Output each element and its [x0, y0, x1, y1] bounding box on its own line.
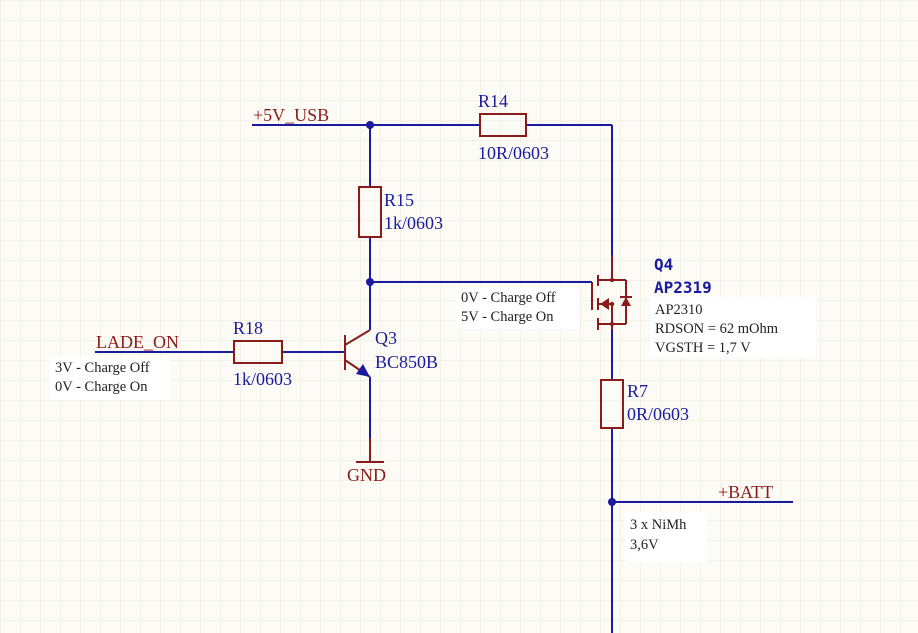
junction-batt	[608, 498, 616, 506]
r14-value: 10R/0603	[478, 143, 549, 163]
resistor-r7[interactable]	[600, 379, 624, 429]
transistor-q3[interactable]	[344, 329, 371, 378]
svg-text:0V - Charge On: 0V - Charge On	[55, 379, 148, 395]
r18-value: 1k/0603	[233, 369, 292, 389]
net-label-lade-on: LADE_ON	[96, 332, 179, 352]
svg-text:3,6V: 3,6V	[630, 537, 659, 553]
emitter-arrow-icon	[356, 364, 370, 377]
note-q4: AP2310 RDSON = 62 mOhm VGSTH = 1,7 V	[650, 297, 816, 357]
svg-text:AP2310: AP2310	[655, 302, 703, 318]
junction-gate	[366, 278, 374, 286]
svg-text:5V - Charge On: 5V - Charge On	[461, 309, 554, 325]
svg-text:RDSON = 62 mOhm: RDSON = 62 mOhm	[655, 321, 779, 337]
junctions	[366, 121, 616, 506]
body-arrow-icon	[600, 298, 609, 310]
svg-text:0V - Charge Off: 0V - Charge Off	[461, 290, 556, 306]
r15-value: 1k/0603	[384, 213, 443, 233]
q4-designator: Q4	[654, 255, 673, 274]
r14-designator: R14	[478, 91, 508, 111]
net-label-batt: +BATT	[718, 482, 773, 502]
ground-symbol	[356, 438, 384, 463]
q3-value: BC850B	[375, 352, 438, 372]
svg-text:3 x NiMh: 3 x NiMh	[630, 517, 687, 533]
note-lade-on: 3V - Charge Off 0V - Charge On	[50, 356, 170, 400]
q4-value: AP2319	[654, 278, 712, 297]
note-gate: 0V - Charge Off 5V - Charge On	[456, 287, 580, 329]
wires	[95, 124, 793, 633]
svg-text:3V - Charge Off: 3V - Charge Off	[55, 360, 150, 376]
note-batt: 3 x NiMh 3,6V	[625, 512, 707, 562]
r7-value: 0R/0603	[627, 404, 689, 424]
junction-vusb	[366, 121, 374, 129]
resistor-r18[interactable]	[233, 340, 283, 364]
resistor-r14[interactable]	[479, 113, 527, 137]
body-diode-icon	[621, 297, 631, 306]
r18-designator: R18	[233, 318, 263, 338]
resistor-r15[interactable]	[358, 186, 382, 238]
r7-designator: R7	[627, 381, 648, 401]
mosfet-q4[interactable]	[591, 255, 632, 330]
svg-text:VGSTH = 1,7 V: VGSTH = 1,7 V	[655, 340, 751, 356]
net-label-gnd: GND	[347, 465, 386, 485]
q3-designator: Q3	[375, 328, 397, 348]
net-label-vusb: +5V_USB	[253, 105, 329, 125]
r15-designator: R15	[384, 190, 414, 210]
